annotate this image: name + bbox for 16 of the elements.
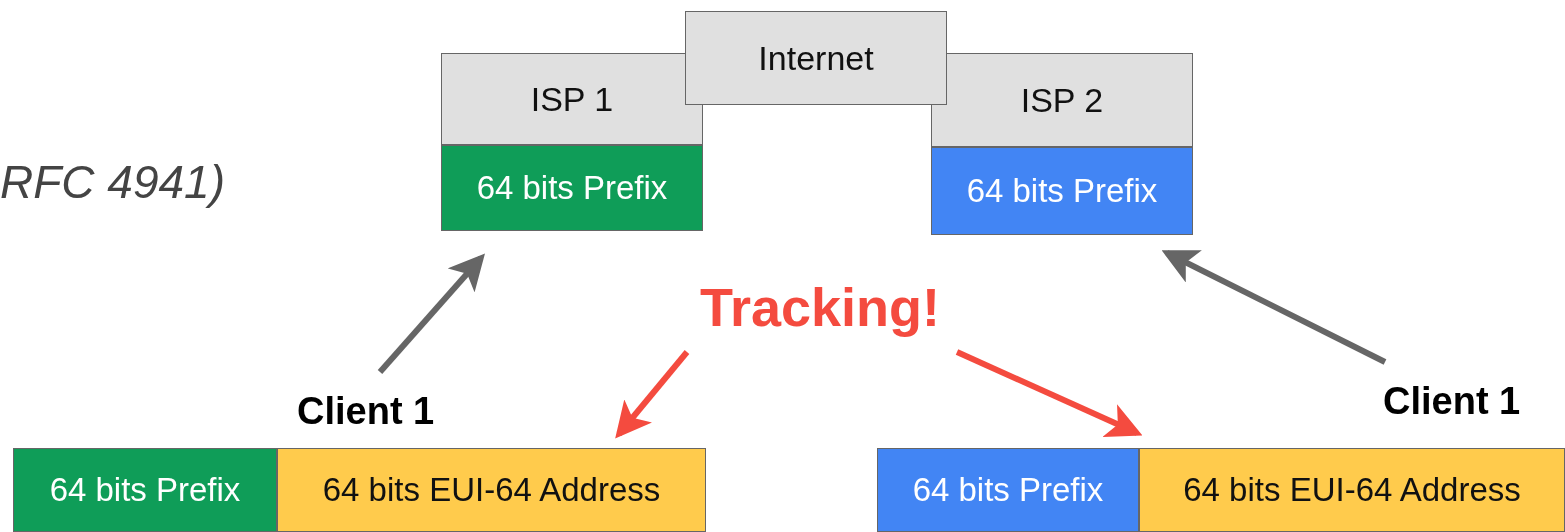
arrow — [615, 350, 690, 439]
arrow — [377, 253, 485, 374]
client-label: Client 1 — [297, 390, 435, 433]
prefix-segment: 64 bits Prefix — [931, 147, 1193, 235]
arrow — [1161, 250, 1387, 365]
prefix-segment: 64 bits Prefix — [441, 145, 703, 231]
provider-box: ISP 2 — [931, 53, 1193, 147]
address-segment: 64 bits EUI-64 Address — [277, 448, 706, 532]
prefix-segment: 64 bits Prefix — [13, 448, 277, 532]
provider-box: ISP 1 — [441, 53, 703, 145]
address-segment: 64 bits EUI-64 Address — [1139, 448, 1565, 532]
client-label: Client 1 — [1383, 380, 1521, 423]
prefix-segment: 64 bits Prefix — [877, 448, 1139, 532]
reference-note: RFC 4941) — [0, 155, 225, 209]
arrow — [955, 349, 1143, 438]
network-box: Internet — [685, 11, 947, 105]
